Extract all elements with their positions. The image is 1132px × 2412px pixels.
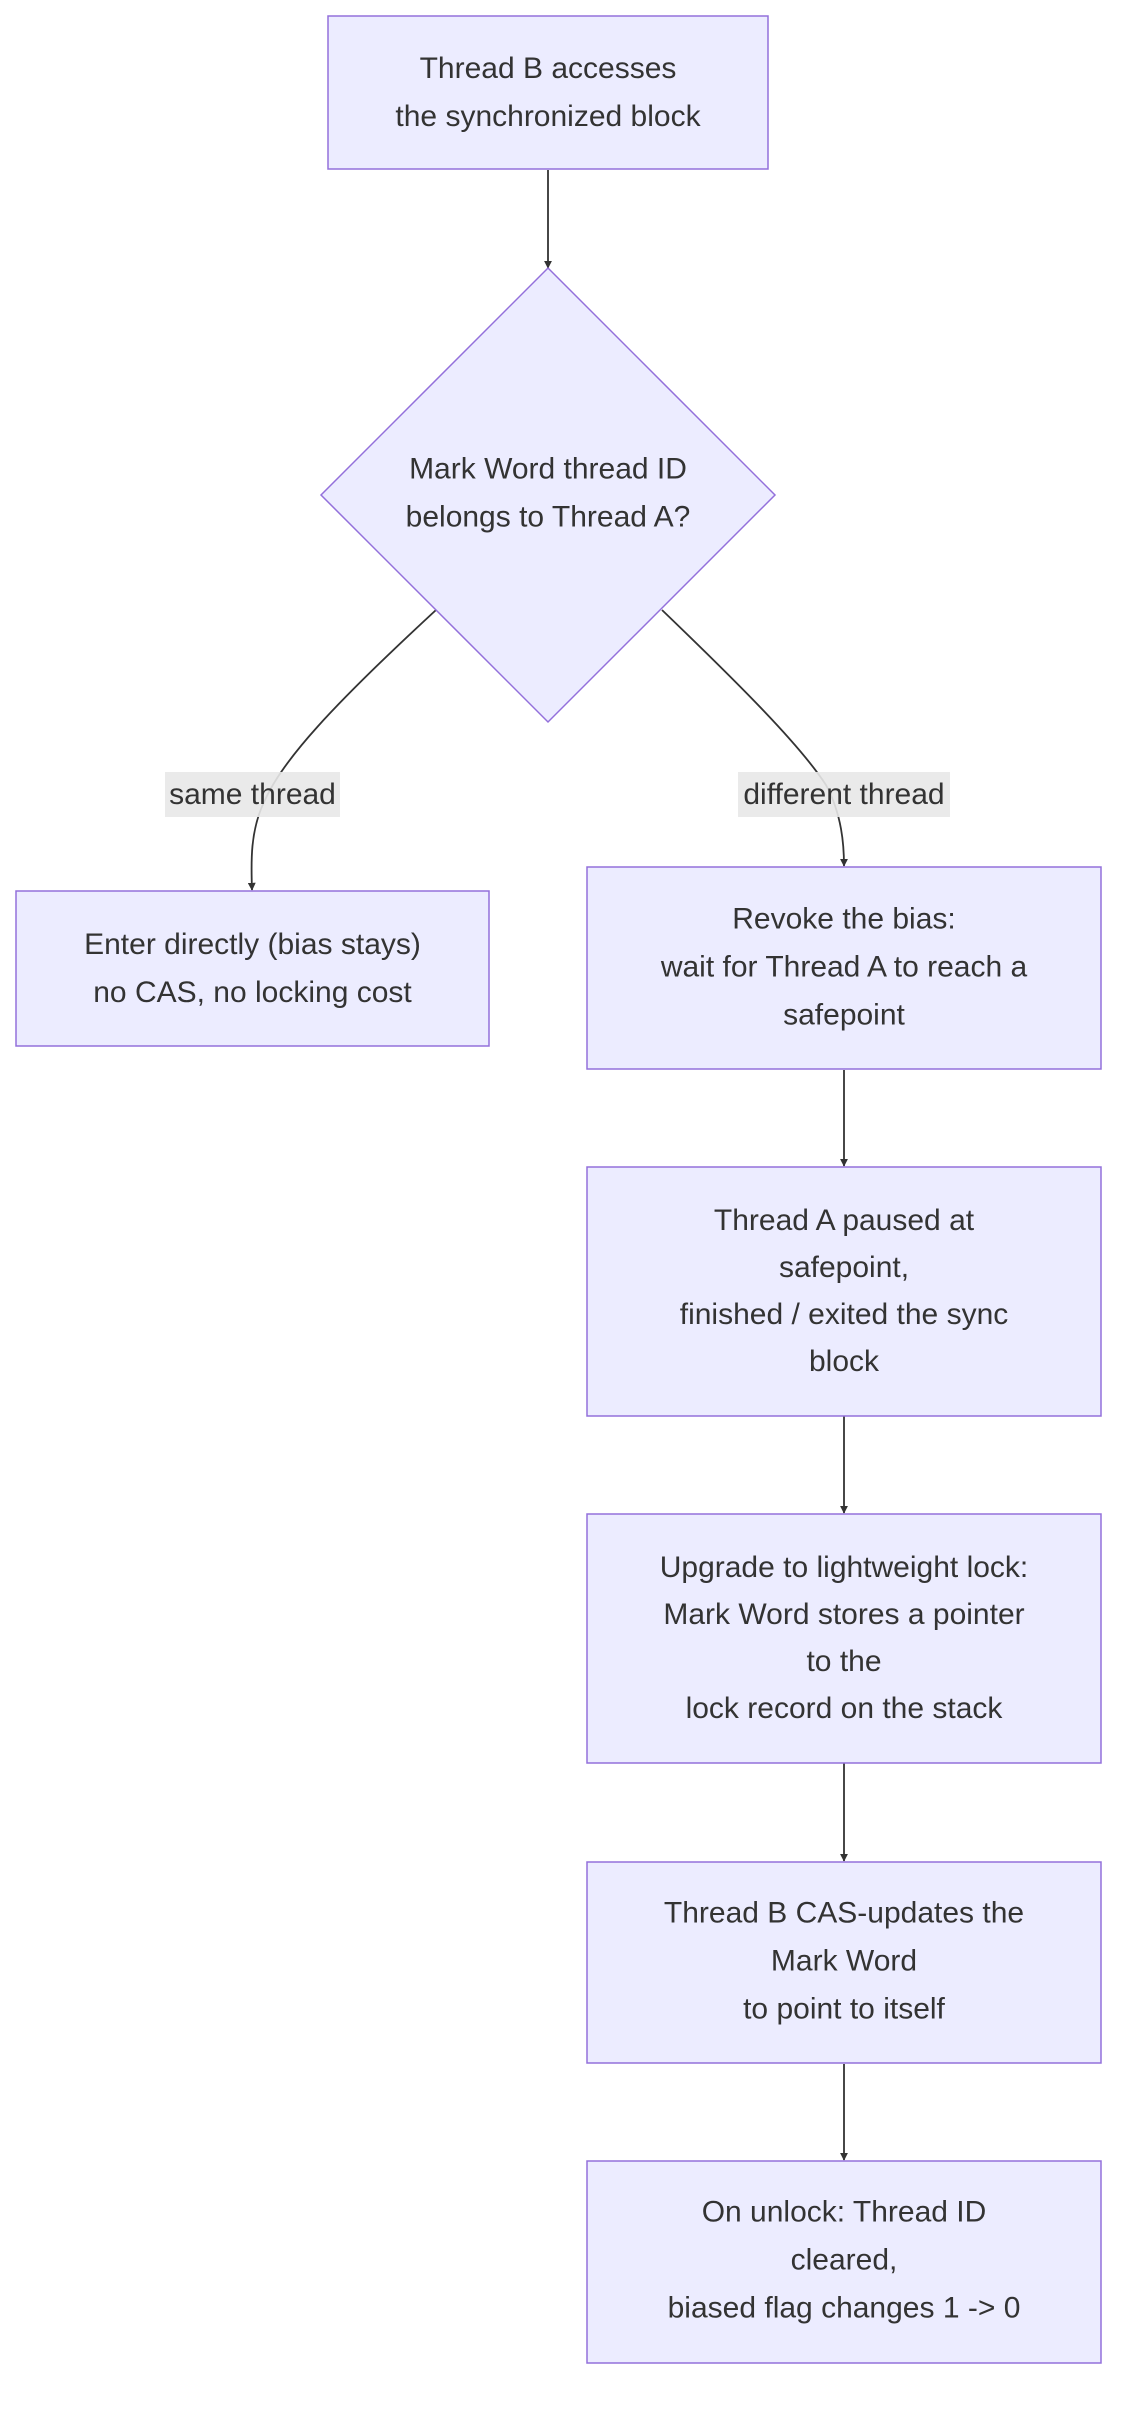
node-thread-a-paused-text-line: block [809, 1345, 880, 1378]
node-upgrade-lightweight-lock-text-line: Upgrade to lightweight lock: [660, 1551, 1029, 1584]
node-upgrade-lightweight-lock-text-line: lock record on the stack [686, 1692, 1004, 1725]
node-thread-a-paused-text: Thread A paused at safepoint, finished / e… [680, 1204, 1009, 1378]
node-decision-text-line: belongs to Thread A? [406, 501, 691, 534]
edge-label-different-thread-text: different thread [743, 778, 944, 811]
node-upgrade-lightweight-lock: Upgrade to lightweight lock: Mark Word st… [586, 1513, 1102, 1764]
edge-label-same-thread: same thread [165, 772, 340, 817]
node-unlock-text-line: biased flag changes 1 -> 0 [668, 2292, 1021, 2325]
node-unlock-text-line: cleared, [791, 2244, 898, 2277]
node-revoke-bias-text-line: Revoke the bias: [732, 903, 955, 936]
node-cas-update-text-line: Thread B CAS-updates the [664, 1897, 1024, 1930]
node-enter-directly-text: Enter directly (bias stays) no CAS, no lo… [84, 928, 421, 1009]
node-revoke-bias-text-line: safepoint [783, 999, 905, 1032]
node-enter-directly-text-line: Enter directly (bias stays) [84, 928, 421, 961]
edge-label-same-thread-text: same thread [169, 778, 336, 811]
edge-decision-to-revoke-bias [661, 609, 848, 867]
edges [247, 170, 848, 2161]
node-revoke-bias-text-line: wait for Thread A to reach a [660, 951, 1028, 984]
node-start-text-line: the synchronized block [395, 100, 701, 133]
node-unlock: On unlock: Thread ID cleared, biased flag … [586, 2160, 1102, 2364]
node-unlock-text: On unlock: Thread ID cleared, biased flag … [668, 2196, 1021, 2325]
node-start-text: Thread B accesses the synchronized block [395, 52, 701, 133]
node-enter-directly-text-line: no CAS, no locking cost [93, 976, 412, 1009]
node-upgrade-lightweight-lock-text-line: to the [806, 1645, 881, 1678]
node-upgrade-lightweight-lock-text: Upgrade to lightweight lock: Mark Word st… [660, 1551, 1029, 1725]
node-decision-text-line: Mark Word thread ID [409, 453, 687, 486]
node-unlock-text-line: On unlock: Thread ID [702, 2196, 987, 2229]
node-upgrade-lightweight-lock-text-line: Mark Word stores a pointer [663, 1598, 1024, 1631]
edge-label-different-thread: different thread [738, 772, 950, 817]
node-thread-a-paused-text-line: finished / exited the sync [680, 1298, 1009, 1331]
edge-decision-to-enter-directly [247, 609, 437, 891]
node-start: Thread B accesses the synchronized block [327, 15, 769, 170]
node-decision: Mark Word thread ID belongs to Thread A? [319, 266, 777, 724]
node-enter-directly: Enter directly (bias stays) no CAS, no lo… [15, 890, 490, 1047]
node-cas-update-text-line: Mark Word [771, 1945, 917, 1978]
node-revoke-bias: Revoke the bias: wait for Thread A to rea… [586, 866, 1102, 1070]
node-thread-a-paused-text-line: Thread A paused at [714, 1204, 975, 1237]
node-thread-a-paused: Thread A paused at safepoint, finished / e… [586, 1166, 1102, 1417]
node-cas-update-text-line: to point to itself [743, 1993, 945, 2026]
node-thread-a-paused-text-line: safepoint, [779, 1251, 909, 1284]
node-decision-text: Mark Word thread ID belongs to Thread A? [406, 453, 691, 534]
node-start-text-line: Thread B accesses [420, 52, 677, 85]
node-revoke-bias-text: Revoke the bias: wait for Thread A to rea… [660, 903, 1028, 1032]
